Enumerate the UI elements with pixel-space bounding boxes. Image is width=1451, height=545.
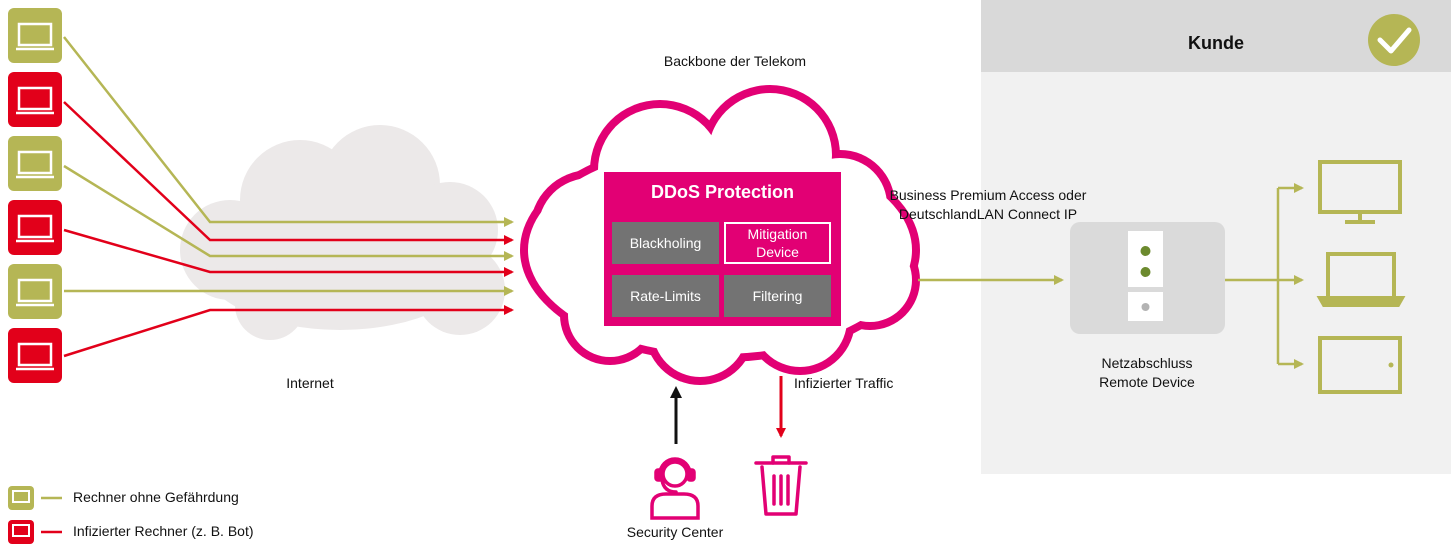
ddos-cell-rate-limits: Rate-Limits bbox=[612, 275, 719, 317]
ddos-cell-filtering: Filtering bbox=[724, 275, 831, 317]
headset-person-icon bbox=[650, 457, 700, 520]
ddos-title: DDoS Protection bbox=[650, 182, 794, 202]
computer-icon-5 bbox=[8, 264, 62, 319]
internet-label: Internet bbox=[286, 375, 334, 391]
network-terminal-front bbox=[1128, 231, 1163, 321]
check-icon bbox=[1368, 14, 1420, 66]
traffic-line-4 bbox=[63, 228, 514, 277]
legend-icon-green bbox=[8, 486, 62, 510]
customer-title: Kunde bbox=[1188, 33, 1244, 53]
netzabschluss-label: Netzabschluss Remote Device bbox=[1099, 355, 1195, 390]
traffic-line-2 bbox=[63, 101, 514, 245]
access-label: Business Premium Access oder Deutschland… bbox=[889, 187, 1087, 222]
traffic-line-3 bbox=[63, 164, 514, 261]
ddos-cell-mitigation: Mitigation Device bbox=[724, 222, 831, 264]
traffic-line-6 bbox=[63, 305, 514, 358]
device-branch-lines bbox=[1225, 183, 1304, 369]
legend-icon-red bbox=[8, 520, 62, 544]
computer-icon-6 bbox=[8, 328, 62, 383]
security-center-label: Security Center bbox=[626, 524, 724, 540]
computer-icon-4 bbox=[8, 200, 62, 255]
traffic-line-1 bbox=[63, 36, 514, 227]
computer-icon-2 bbox=[8, 72, 62, 127]
traffic-lines bbox=[63, 36, 514, 358]
backbone-label: Backbone der Telekom bbox=[663, 53, 807, 69]
tablet-icon bbox=[1318, 336, 1402, 394]
computer-icon-3 bbox=[8, 136, 62, 191]
legend-label-infected: Infizierter Rechner (z. B. Bot) bbox=[73, 523, 254, 539]
legend-label-safe: Rechner ohne Gefährdung bbox=[73, 489, 239, 505]
trash-icon bbox=[754, 455, 808, 516]
laptop-icon bbox=[1316, 252, 1406, 307]
computer-icon-1 bbox=[8, 8, 62, 63]
infected-traffic-label: Infizierter Traffic bbox=[794, 375, 894, 391]
internet-cloud bbox=[180, 125, 505, 340]
monitor-icon bbox=[1318, 160, 1402, 224]
ddos-cell-blackholing: Blackholing bbox=[612, 222, 719, 264]
